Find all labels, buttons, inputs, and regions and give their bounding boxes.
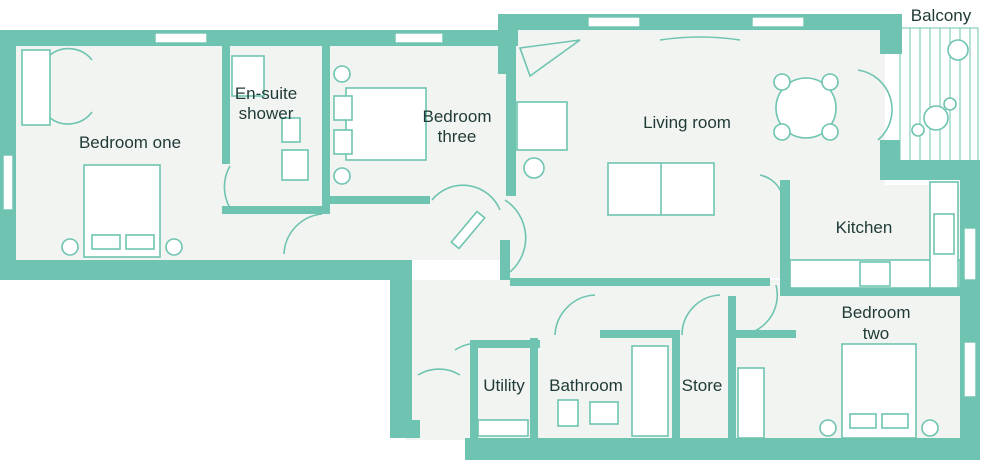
- bedside-lamp-icon: [921, 419, 939, 437]
- toilet-icon: [557, 399, 579, 427]
- window-living-top-2: [751, 16, 805, 28]
- wardrobe-bedroom-one: [21, 49, 51, 126]
- window-bedroom-one-top: [154, 32, 208, 44]
- bed-bedroom-three: [345, 87, 427, 161]
- dining-table-icon: [775, 77, 837, 139]
- wardrobe-bedroom-two: [737, 367, 765, 439]
- label-bedroom-three-line1: Bedroom: [423, 107, 492, 126]
- balcony-plant-icon: [947, 39, 969, 61]
- floor-areas: [15, 27, 979, 440]
- label-balcony: Balcony: [911, 6, 972, 25]
- label-bedroom-two-line1: Bedroom: [842, 303, 911, 322]
- bathtub: [631, 345, 669, 437]
- balcony-table-icon: [923, 105, 949, 131]
- label-utility: Utility: [483, 376, 525, 395]
- basin-icon: [589, 401, 619, 425]
- label-ensuite-line1: En-suite: [235, 84, 297, 103]
- room-labels: Bedroom one En-suite shower Bedroom thre…: [79, 6, 972, 395]
- doors: [223, 69, 893, 376]
- bedside-lamp-icon: [165, 238, 183, 256]
- label-bedroom-three-line2: three: [438, 127, 477, 146]
- furniture: [21, 39, 969, 439]
- hob-icon: [859, 261, 891, 287]
- desk-icon: [518, 39, 581, 78]
- window-living-top-1: [587, 16, 641, 28]
- utility-cupboard: [477, 419, 529, 437]
- window-bedroom-two-right: [963, 341, 977, 398]
- label-bedroom-two-line2: two: [863, 324, 889, 343]
- basin-icon: [281, 149, 309, 181]
- armchair: [516, 101, 568, 151]
- label-bathroom: Bathroom: [549, 376, 623, 395]
- shower-tray: [231, 55, 265, 97]
- window-bedroom-one-left: [2, 154, 14, 211]
- window-kitchen-right: [963, 227, 977, 281]
- sink-icon: [933, 213, 955, 255]
- side-table-icon: [523, 157, 545, 179]
- label-bedroom-one: Bedroom one: [79, 133, 181, 152]
- label-kitchen: Kitchen: [836, 218, 893, 237]
- label-ensuite-line2: shower: [239, 104, 294, 123]
- label-living-room: Living room: [643, 113, 731, 132]
- bedside-lamp-icon: [333, 65, 351, 83]
- bedside-lamp-icon: [333, 167, 351, 185]
- windows: [2, 16, 977, 398]
- label-store: Store: [682, 376, 723, 395]
- window-bedroom-three-top: [394, 32, 444, 44]
- toilet-icon: [281, 117, 301, 143]
- bedside-lamp-icon: [819, 419, 837, 437]
- bedside-lamp-icon: [61, 238, 79, 256]
